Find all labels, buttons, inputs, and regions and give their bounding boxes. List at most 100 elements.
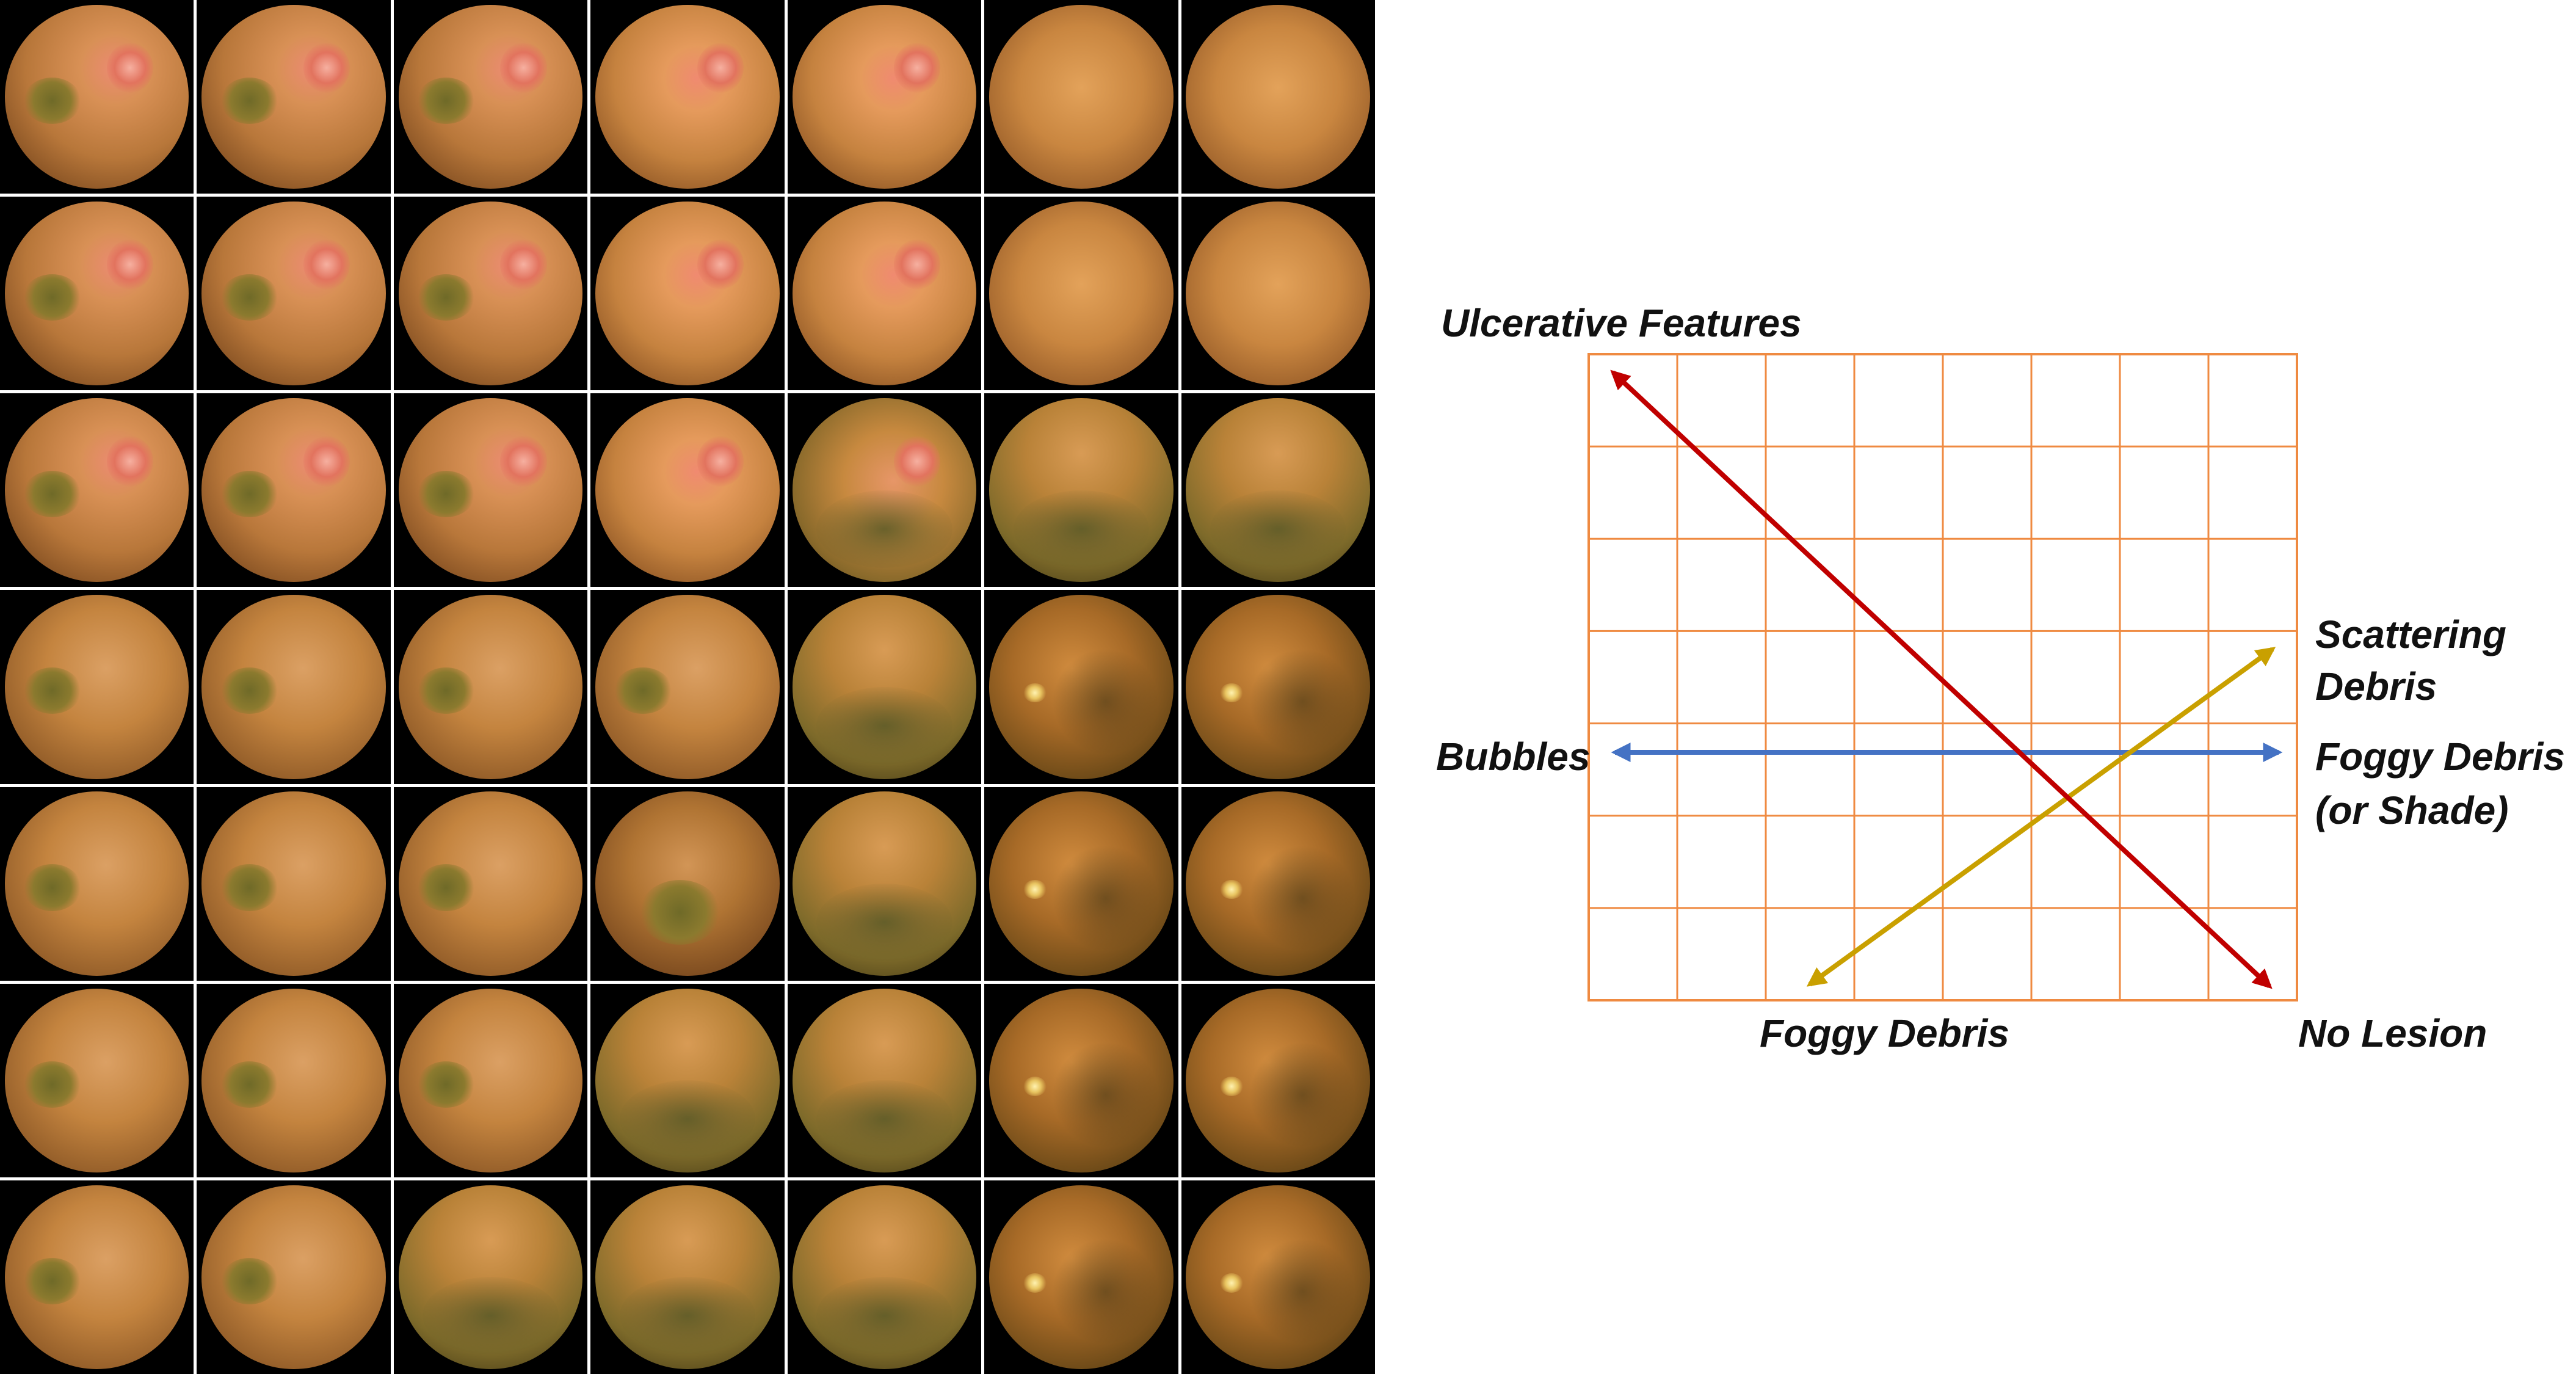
latent-direction-diagram: Ulcerative Features Scattering Debris Bu…: [1375, 0, 2576, 1374]
endoscopy-image-tile: [0, 983, 194, 1177]
debris-scatter: [1052, 648, 1159, 755]
endoscopy-image-tile: [984, 787, 1178, 981]
endoscopy-image-tile: [393, 1180, 588, 1374]
bubble-cluster: [220, 274, 278, 321]
debris-scatter: [1249, 845, 1356, 952]
endoscopy-image-tile: [590, 787, 785, 981]
endoscopy-image-tile: [787, 0, 982, 194]
endoscopy-image-tile: [787, 393, 982, 587]
bubble-cluster: [23, 471, 82, 518]
bubble-cluster: [639, 879, 720, 945]
fog-patch: [816, 884, 952, 961]
endoscopy-image-tile: [787, 590, 982, 784]
endoscopy-image-tile: [1181, 0, 1375, 194]
endoscopy-image-tile: [197, 787, 391, 981]
debris-highlight: [1023, 879, 1047, 900]
label-foggy-debris-shade-line2: (or Shade): [2315, 788, 2509, 832]
endoscopy-image-tile: [1181, 393, 1375, 587]
lesion-spot: [106, 42, 153, 93]
debris-highlight: [1023, 1076, 1047, 1096]
lesion-spot: [500, 42, 547, 93]
endoscopy-image-tile: [197, 0, 391, 194]
endoscopy-image-tile: [1181, 197, 1375, 391]
bubble-cluster: [23, 864, 82, 911]
endoscopy-image-tile: [197, 1180, 391, 1374]
endoscopy-image-tile: [787, 983, 982, 1177]
debris-highlight: [1023, 683, 1047, 703]
endoscopy-frame: [1186, 202, 1371, 386]
debris-scatter: [1249, 648, 1356, 755]
endoscopy-image-tile: [984, 983, 1178, 1177]
bubble-cluster: [23, 274, 82, 321]
ulcerative-to-no-lesion-arrow: [1610, 369, 2273, 989]
endoscopy-image-tile: [1181, 590, 1375, 784]
endoscopy-image-tile: [1181, 983, 1375, 1177]
endoscopy-image-tile: [787, 197, 982, 391]
lesion-spot: [697, 436, 744, 487]
bubble-cluster: [23, 77, 82, 124]
endoscopy-image-grid: [0, 0, 1375, 1374]
endoscopy-image-tile: [197, 590, 391, 784]
debris-highlight: [1220, 879, 1244, 900]
debris-scatter: [1052, 845, 1159, 952]
endoscopy-image-tile: [984, 0, 1178, 194]
endoscopy-image-tile: [1181, 787, 1375, 981]
fog-patch: [423, 1277, 559, 1355]
label-foggy-debris-shade-line1: Foggy Debris: [2315, 735, 2565, 779]
bubble-cluster: [23, 1257, 82, 1304]
debris-highlight: [1220, 1076, 1244, 1096]
lesion-spot: [500, 436, 547, 487]
endoscopy-image-tile: [197, 983, 391, 1177]
bubble-cluster: [416, 1061, 476, 1108]
endoscopy-image-tile: [0, 197, 194, 391]
lesion-spot: [894, 239, 941, 290]
endoscopy-frame: [792, 4, 977, 189]
label-no-lesion: No Lesion: [2298, 1011, 2487, 1055]
endoscopy-image-tile: [984, 197, 1178, 391]
fog-patch: [619, 1277, 756, 1355]
endoscopy-frame: [1186, 4, 1371, 189]
label-foggy-debris-bottom: Foggy Debris: [1760, 1011, 2009, 1055]
fog-patch: [816, 490, 952, 568]
lesion-spot: [697, 42, 744, 93]
endoscopy-frame: [595, 202, 780, 386]
bubble-cluster: [23, 1061, 82, 1108]
label-ulcerative-features: Ulcerative Features: [1441, 301, 1802, 345]
endoscopy-image-tile: [393, 0, 588, 194]
lesion-spot: [106, 239, 153, 290]
endoscopy-image-tile: [393, 393, 588, 587]
endoscopy-image-tile: [197, 393, 391, 587]
endoscopy-frame: [792, 202, 977, 386]
label-scattering-debris-line1: Scattering: [2315, 612, 2506, 656]
bubble-cluster: [416, 77, 476, 124]
fog-patch: [816, 1080, 952, 1158]
debris-highlight: [1220, 1273, 1244, 1293]
bubble-cluster: [220, 471, 278, 518]
endoscopy-image-tile: [590, 1180, 785, 1374]
fog-patch: [619, 1080, 756, 1158]
bubble-cluster: [614, 667, 672, 714]
lesion-spot: [106, 436, 153, 487]
bubble-cluster: [220, 864, 278, 911]
endoscopy-image-tile: [1181, 1180, 1375, 1374]
lesion-spot: [303, 436, 350, 487]
endoscopy-image-tile: [393, 983, 588, 1177]
debris-scatter: [1052, 1041, 1159, 1149]
bubble-cluster: [220, 667, 278, 714]
fog-patch: [1210, 490, 1346, 568]
debris-highlight: [1023, 1273, 1047, 1293]
label-bubbles: Bubbles: [1436, 735, 1591, 779]
endoscopy-frame: [595, 4, 780, 189]
lesion-spot: [697, 239, 744, 290]
label-scattering-debris-line2: Debris: [2315, 664, 2437, 708]
endoscopy-image-tile: [590, 393, 785, 587]
endoscopy-frame: [595, 398, 780, 583]
fog-patch: [1013, 490, 1149, 568]
endoscopy-image-tile: [393, 590, 588, 784]
bubble-cluster: [416, 667, 476, 714]
direction-grid-svg: [1587, 353, 2298, 1001]
endoscopy-image-tile: [0, 1180, 194, 1374]
endoscopy-image-tile: [0, 590, 194, 784]
lesion-spot: [303, 239, 350, 290]
debris-highlight: [1220, 683, 1244, 703]
